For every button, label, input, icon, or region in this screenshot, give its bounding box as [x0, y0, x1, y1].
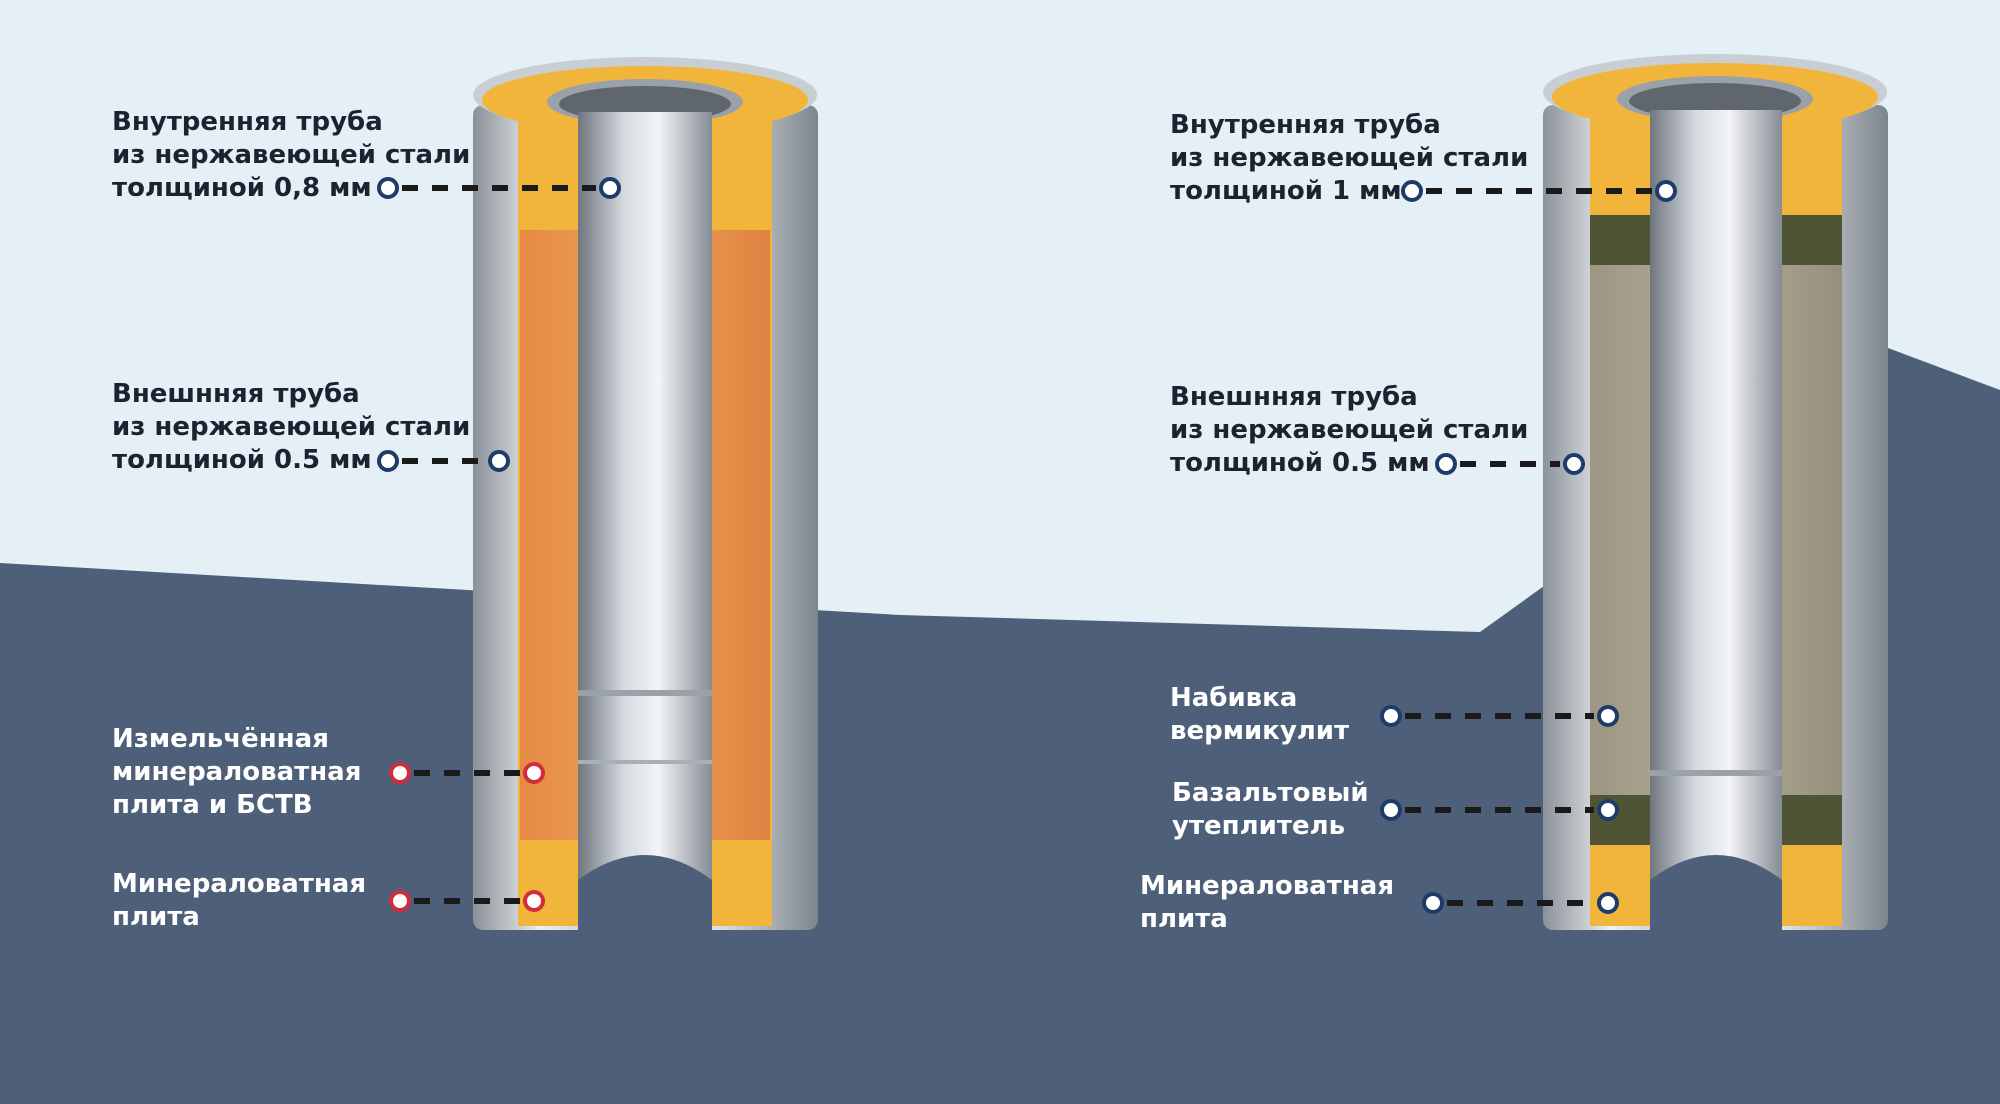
marker-left-crushed-slab-end: [523, 762, 545, 784]
marker-left-outer-tube-end: [488, 450, 510, 472]
left-label-crushed-slab: Измельчённая минераловатная плита и БСТВ: [112, 724, 362, 820]
marker-right-mineral-slab-start: [1422, 892, 1444, 914]
right-pipe-illustration: [1543, 54, 1888, 930]
marker-right-mineral-slab-end: [1597, 892, 1619, 914]
marker-right-outer-tube-start: [1435, 453, 1457, 475]
right-label-basalt: Базальтовый утеплитель: [1172, 778, 1369, 841]
marker-left-inner-tube-end: [599, 177, 621, 199]
marker-right-basalt-end: [1597, 799, 1619, 821]
marker-right-vermiculite-start: [1380, 705, 1402, 727]
left-label-outer-tube: Внешнняя труба из нержавеющей стали толщ…: [112, 379, 471, 475]
marker-right-basalt-start: [1380, 799, 1402, 821]
marker-right-inner-tube-start: [1401, 180, 1423, 202]
left-pipe-illustration: [473, 57, 818, 930]
marker-left-mineral-slab-end: [523, 890, 545, 912]
right-label-inner-tube: Внутренняя труба из нержавеющей стали то…: [1170, 110, 1529, 206]
marker-right-vermiculite-end: [1597, 705, 1619, 727]
marker-right-inner-tube-end: [1655, 180, 1677, 202]
marker-left-crushed-slab-start: [389, 762, 411, 784]
right-label-outer-tube: Внешнняя труба из нержавеющей стали толщ…: [1170, 382, 1529, 478]
marker-left-inner-tube-start: [377, 177, 399, 199]
marker-left-outer-tube-start: [377, 450, 399, 472]
marker-right-outer-tube-end: [1563, 453, 1585, 475]
left-label-mineral-slab: Минераловатная плита: [112, 869, 367, 932]
left-label-inner-tube: Внутренняя труба из нержавеющей стали то…: [112, 107, 471, 203]
marker-left-mineral-slab-start: [389, 890, 411, 912]
right-label-vermiculite: Набивка вермикулит: [1170, 683, 1350, 746]
right-label-mineral-slab: Минераловатная плита: [1140, 871, 1395, 934]
